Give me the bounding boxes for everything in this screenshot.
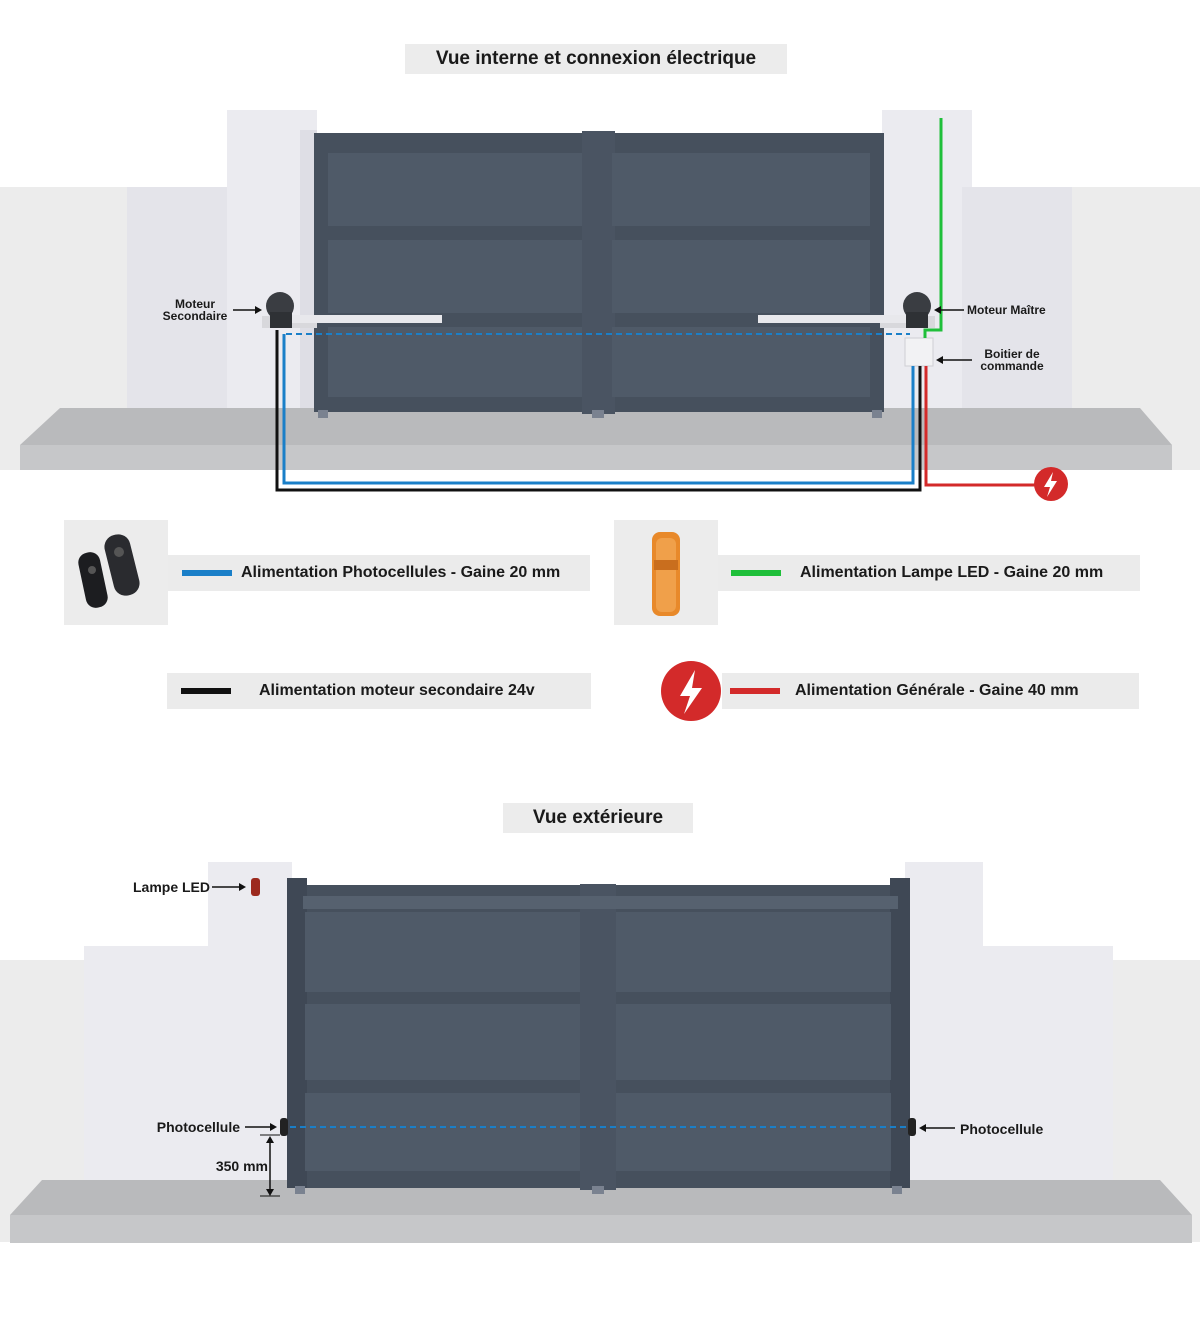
gate-panel — [612, 327, 870, 397]
gate-panel — [305, 1004, 580, 1080]
led-lamp-thumbnail — [614, 520, 718, 625]
section-title-external: Vue extérieure — [503, 803, 693, 833]
secondary-motor-label: Moteur Secondaire — [162, 297, 228, 323]
height-dimension-label: 350 mm — [215, 1158, 268, 1174]
internal-view-diagram — [0, 110, 1200, 501]
control-box — [904, 337, 934, 367]
section-title-internal: Vue interne et connexion électrique — [405, 44, 787, 74]
ground-front — [10, 1215, 1192, 1243]
led-lamp-device — [251, 878, 260, 896]
photocell-left-device — [280, 1118, 288, 1136]
gate-panel — [328, 153, 582, 226]
legend-led-lamp: Alimentation Lampe LED - Gaine 20 mm — [718, 555, 1140, 591]
led-lamp-icon — [652, 532, 680, 616]
right-low-wall — [908, 946, 1113, 1198]
legend-photocells: Alimentation Photocellules - Gaine 20 mm — [168, 555, 590, 591]
photocell-right-label: Photocellule — [960, 1121, 1044, 1137]
motor-wire — [275, 330, 922, 492]
gate-panel — [616, 1004, 891, 1080]
photocell-wire — [282, 334, 915, 485]
left-pillar — [208, 862, 292, 1198]
motor-swatch — [181, 688, 231, 694]
gate-panel — [616, 1093, 891, 1171]
photocell-right-device — [908, 1118, 916, 1136]
master-motor-arm — [758, 315, 918, 323]
gate-panel — [616, 912, 891, 992]
photocell-left-label: Photocellule — [156, 1119, 240, 1135]
photocell-device-icon — [78, 534, 140, 608]
gate-panel — [328, 327, 582, 397]
ground-front — [20, 445, 1172, 470]
left-low-wall — [127, 187, 237, 422]
gate-panel — [305, 912, 580, 992]
right-pillar — [905, 862, 983, 1198]
right-low-wall — [962, 187, 1072, 422]
general-swatch — [730, 688, 780, 694]
photocell-swatch — [182, 570, 232, 576]
legend-secondary-motor: Alimentation moteur secondaire 24v — [167, 673, 591, 709]
general-wire — [924, 366, 1042, 487]
gate-panel — [328, 240, 582, 313]
ground-top — [10, 1180, 1192, 1215]
general-power-icon — [661, 661, 721, 721]
led-swatch — [731, 570, 781, 576]
gate-panel — [612, 240, 870, 313]
gate-panel — [305, 1093, 580, 1171]
ground-top — [20, 408, 1172, 445]
led-lamp-label: Lampe LED — [132, 879, 210, 895]
control-box-label: Boitier de commande — [980, 347, 1044, 373]
led-wire — [923, 118, 943, 338]
secondary-motor-arm — [282, 315, 442, 323]
master-motor-label: Moteur Maître — [967, 303, 1046, 317]
photocell-thumbnail — [64, 520, 168, 625]
gate-frame — [287, 885, 910, 1188]
gate-panel — [612, 153, 870, 226]
legend-general: Alimentation Générale - Gaine 40 mm — [722, 673, 1139, 709]
